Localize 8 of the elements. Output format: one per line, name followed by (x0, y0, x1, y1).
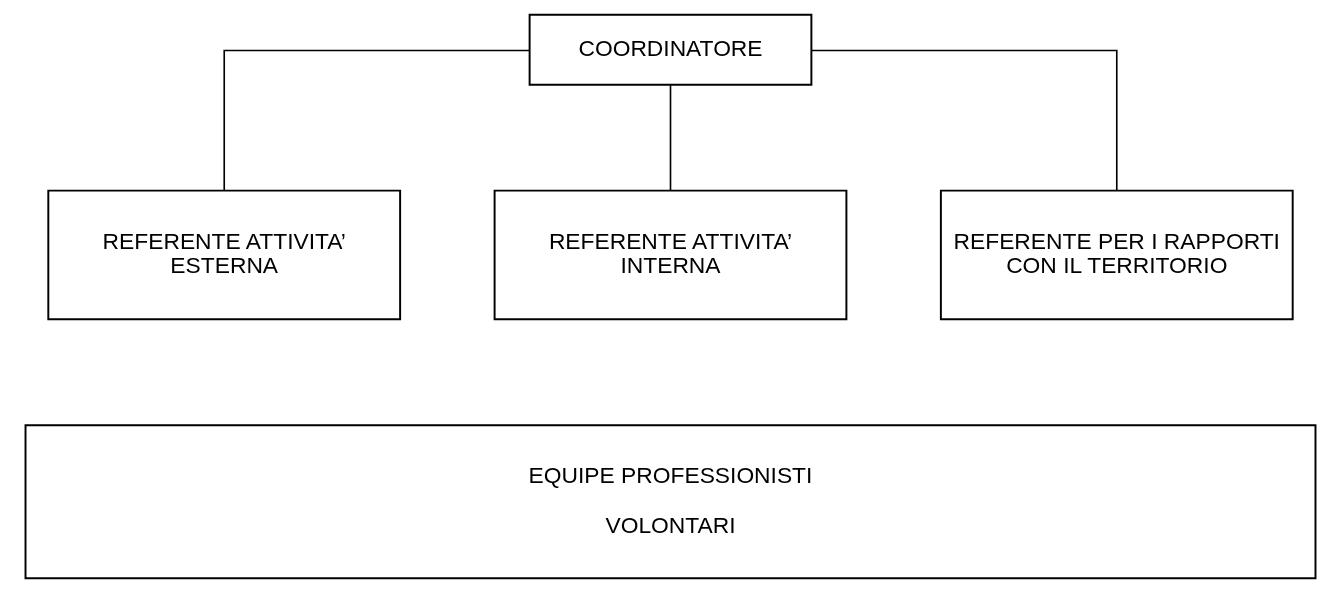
node-box: COORDINATORE (528, 13, 813, 86)
connector (223, 49, 531, 192)
node-box: EQUIPE PROFESSIONISTI VOLONTARI (24, 424, 1317, 580)
connector (810, 49, 1118, 192)
node-box: REFERENTE PER I RAPPORTI CON IL TERRITORIO (939, 189, 1294, 321)
node-box: REFERENTE ATTIVITA’ ESTERNA (47, 189, 402, 321)
connector (669, 84, 672, 192)
node-box: REFERENTE ATTIVITA’ INTERNA (493, 189, 848, 321)
